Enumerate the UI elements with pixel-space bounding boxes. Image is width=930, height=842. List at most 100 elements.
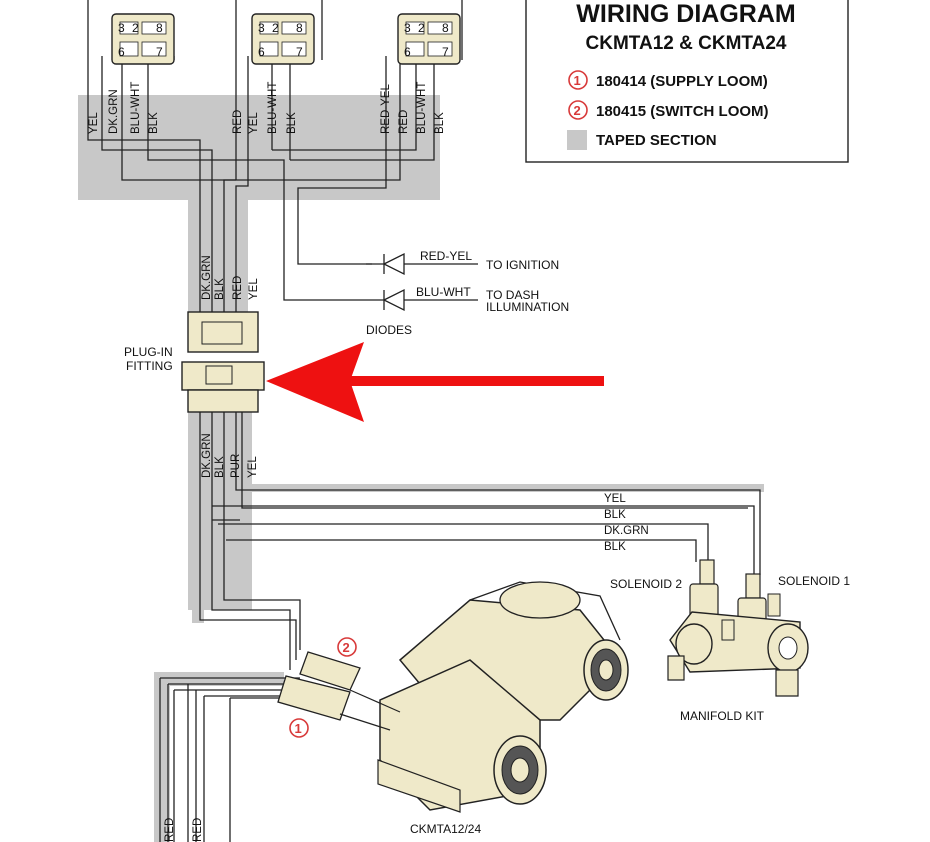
wires xyxy=(87,0,761,842)
loom-marker-switch-number: 2 xyxy=(343,640,350,655)
arrow-head-icon xyxy=(266,342,364,422)
wire-label: BLU-WHT xyxy=(130,82,142,134)
taped-section-supply-drop xyxy=(154,672,170,842)
taped-section-bend xyxy=(192,605,204,623)
taped-section-supply xyxy=(154,672,284,686)
plug-label-line2: FITTING xyxy=(126,359,173,373)
taped-section-upper-trunk xyxy=(188,200,248,312)
wire-label: RED xyxy=(164,818,176,842)
switch-pin: 7 xyxy=(296,45,303,59)
wire-label: YEL xyxy=(604,493,626,505)
switch-pin: 6 xyxy=(118,45,125,59)
switch-wire-labels: YEL DK.GRN BLU-WHT BLK RED YEL BLU-WHT B… xyxy=(88,82,446,134)
diodes: RED-YEL TO IGNITION BLU-WHT TO DASH ILLU… xyxy=(366,249,569,337)
switch-pin: 8 xyxy=(156,21,163,35)
loom-marker-supply xyxy=(289,718,309,738)
wire-label: BLU-WHT xyxy=(416,82,428,134)
switch-2: 3 2 8 6 7 xyxy=(251,13,315,65)
wire-label: DK.GRN xyxy=(108,89,120,134)
manifold-label: MANIFOLD KIT xyxy=(680,709,765,723)
red-arrow xyxy=(266,342,604,422)
legend-marker-1-number: 1 xyxy=(574,73,581,88)
wire-label: DK.GRN xyxy=(201,433,213,478)
wire-label: BLU-WHT xyxy=(267,82,279,134)
switch-pin: 3 xyxy=(258,21,265,35)
wire-label: BLK xyxy=(148,112,160,134)
switch-pin: 7 xyxy=(442,45,449,59)
switch-pin: 7 xyxy=(156,45,163,59)
loom-markers: 2 1 xyxy=(289,637,357,738)
diode-icon xyxy=(382,252,405,276)
wire-label: RED-YEL xyxy=(380,84,392,134)
diode-wire-label: BLU-WHT xyxy=(416,285,471,299)
wire-label: RED xyxy=(192,818,204,842)
solenoid-1-connector xyxy=(745,573,761,599)
upper-trunk-labels: DK.GRN BLK RED YEL xyxy=(201,255,260,300)
taped-section-lower-trunk xyxy=(188,412,252,610)
loom-connectors xyxy=(277,651,401,731)
switch-1: 3 2 8 6 7 xyxy=(111,13,175,65)
solenoid-1-label: SOLENOID 1 xyxy=(778,574,850,588)
wire-label: DK.GRN xyxy=(604,525,649,537)
wire-label: YEL xyxy=(248,278,260,300)
compressor: CKMTA12/24 xyxy=(377,581,629,836)
loom-marker-switch xyxy=(337,637,357,657)
diode-icon xyxy=(382,288,405,312)
wire-label: YEL xyxy=(248,112,260,134)
switch-pin: 3 xyxy=(404,21,411,35)
diode-destination: TO DASH xyxy=(486,288,539,302)
wire-label: BLK xyxy=(214,456,226,478)
diode-dash: BLU-WHT TO DASH ILLUMINATION xyxy=(366,285,569,314)
diode-wire-label: RED-YEL xyxy=(420,249,472,263)
compressor-label: CKMTA12/24 xyxy=(410,822,481,836)
plug-in-fitting: PLUG-IN FITTING xyxy=(124,311,265,413)
switch-pin: 8 xyxy=(296,21,303,35)
wire-label: RED xyxy=(398,110,410,134)
legend-title: WIRING DIAGRAM xyxy=(576,0,795,28)
wire-label: BLK xyxy=(604,541,626,553)
diode-destination-line2: ILLUMINATION xyxy=(486,300,569,314)
switch-pin: 2 xyxy=(132,21,139,35)
diode-ignition: RED-YEL TO IGNITION xyxy=(366,249,559,276)
wire-label: RED xyxy=(232,110,244,134)
wire-label: DK.GRN xyxy=(201,255,213,300)
taped-sections xyxy=(78,95,764,842)
lower-trunk-labels: DK.GRN BLK PUR YEL xyxy=(201,433,259,478)
wire-label: BLK xyxy=(604,509,626,521)
switch-pin: 3 xyxy=(118,21,125,35)
switch-pin: 2 xyxy=(418,21,425,35)
supply-loom-connector xyxy=(277,675,351,721)
wire-label: BLK xyxy=(434,112,446,134)
switch-pin: 8 xyxy=(442,21,449,35)
legend: WIRING DIAGRAM CKMTA12 & CKMTA24 1 18041… xyxy=(525,0,849,163)
switch-3: 3 2 8 6 7 xyxy=(397,13,461,65)
switch-pin: 2 xyxy=(272,21,279,35)
wire-label: YEL xyxy=(247,456,259,478)
solenoid-2-label: SOLENOID 2 xyxy=(610,577,682,591)
wire-label: BLK xyxy=(214,278,226,300)
switch-pin: 6 xyxy=(258,45,265,59)
bottom-wire-labels: RED RED xyxy=(164,818,204,842)
solenoid-2-connector xyxy=(699,559,715,585)
switch-pin: 6 xyxy=(404,45,411,59)
wire-label: RED xyxy=(232,276,244,300)
legend-item-1: 180414 (SUPPLY LOOM) xyxy=(596,73,768,90)
legend-taped-swatch xyxy=(567,130,587,150)
loom-marker-supply-number: 1 xyxy=(295,721,302,736)
wire-label: PUR xyxy=(230,454,242,478)
taped-section-switches xyxy=(78,95,440,200)
taped-section-solenoid-run xyxy=(240,484,764,492)
legend-item-2: 180415 (SWITCH LOOM) xyxy=(596,103,769,120)
wire-label: BLK xyxy=(286,112,298,134)
legend-marker-2-number: 2 xyxy=(574,103,581,118)
diode-destination: TO IGNITION xyxy=(486,258,559,272)
legend-subtitle: CKMTA12 & CKMTA24 xyxy=(586,33,787,54)
manifold-kit: SOLENOID 2 SOLENOID 1 MANIFOLD KIT xyxy=(610,559,850,723)
diodes-label: DIODES xyxy=(366,323,412,337)
plug-label-line1: PLUG-IN xyxy=(124,345,173,359)
legend-marker-1 xyxy=(568,70,588,90)
wire-label: YEL xyxy=(88,112,100,134)
legend-marker-2 xyxy=(568,100,588,120)
